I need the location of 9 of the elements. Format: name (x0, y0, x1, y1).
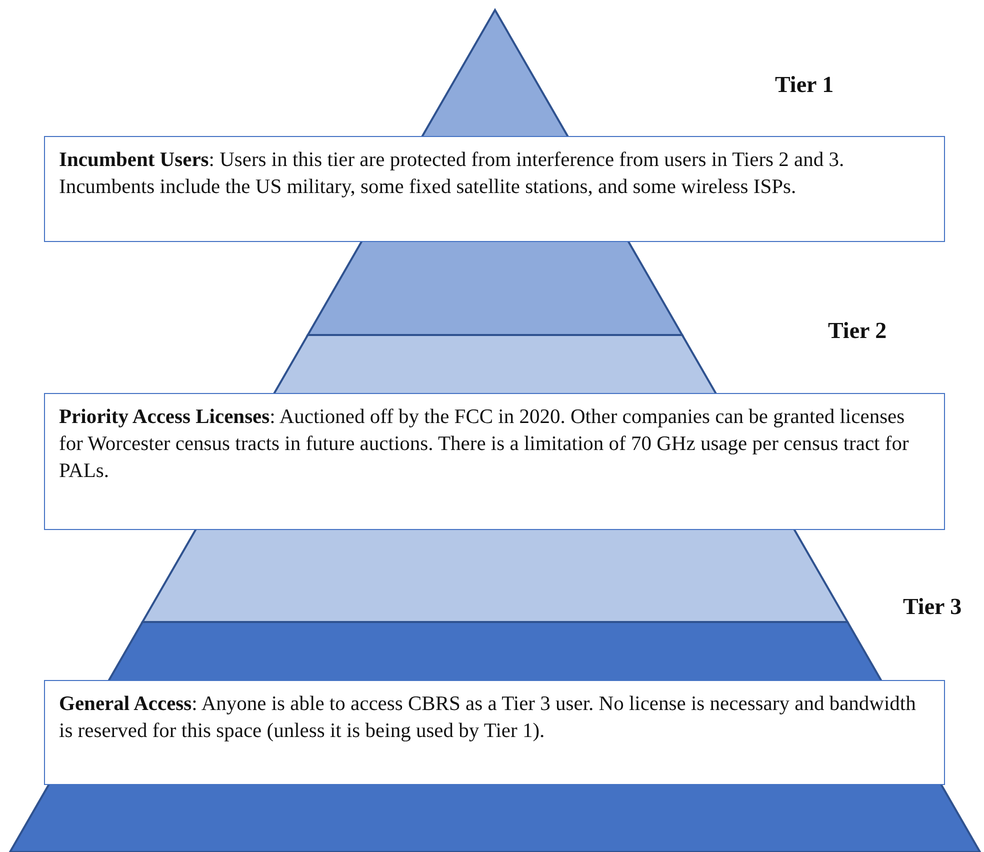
description-text: General Access: Anyone is able to access CBRS as a Tier 3 user. No license is necessary and bandwidth is reserved for this space (unless it is being used by Tier 1). (59, 692, 917, 744)
text-box (44, 393, 945, 530)
description-text: Incumbent Users: Users in this tier are protected from interference from users in Tiers 2 and 3. Incumbents include the US military, some fixed satellite stations, and some wireless ISPs. (59, 148, 846, 200)
text-box (44, 136, 945, 242)
description-text: Priority Access Licenses: Auctioned off by the FCC in 2020. Other companies can be granted licenses for Worcester census tracts in future auctions. There is a limitation of 70 GHz usage per census tract for PALs. (59, 405, 910, 484)
tier-label: Tier 1 (775, 72, 834, 98)
text-box (44, 680, 945, 785)
tier-label: Tier 3 (903, 594, 962, 620)
tier-label: Tier 2 (828, 318, 887, 344)
